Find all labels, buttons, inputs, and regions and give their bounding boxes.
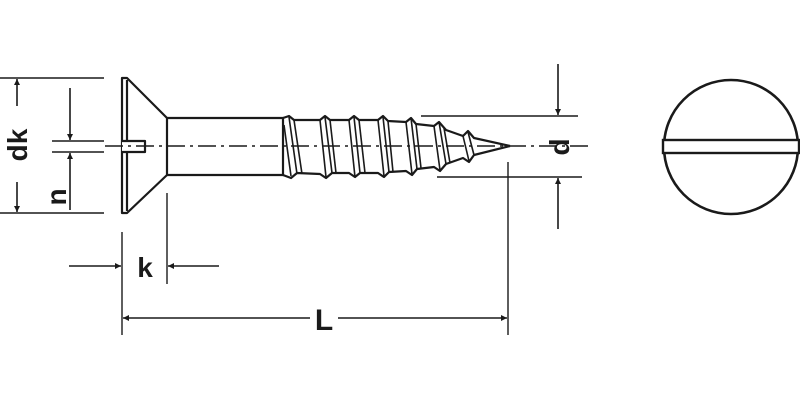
label-dk: dk	[2, 128, 33, 161]
dimension-L: L	[123, 162, 509, 337]
dimension-dk: dk	[0, 77, 104, 214]
dimension-n: n	[41, 88, 104, 210]
head-slot	[661, 138, 800, 155]
dimension-k: k	[69, 193, 219, 335]
screw-head-top-view	[661, 78, 800, 216]
screw-side-view	[105, 76, 590, 215]
label-d: d	[544, 138, 575, 155]
screw-thread	[282, 114, 511, 180]
label-n: n	[41, 188, 72, 205]
dimension-d: d	[421, 64, 582, 229]
label-L: L	[315, 304, 333, 337]
label-k: k	[137, 252, 153, 283]
